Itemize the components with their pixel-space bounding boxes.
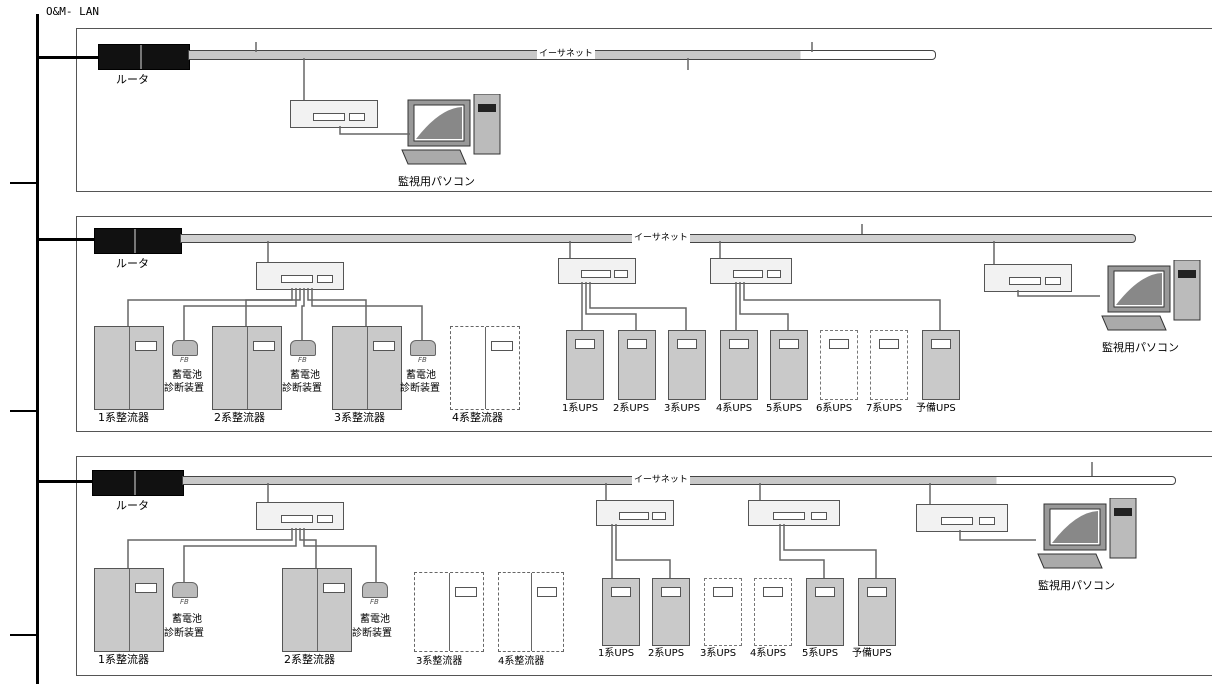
- rectifier-3-2: [282, 568, 352, 652]
- router-label-3: ルータ: [116, 499, 149, 512]
- hub-3c: [748, 500, 840, 526]
- rectifier-label-3-1: 1系整流器: [98, 653, 149, 666]
- battery-label-3-1b: 診断装置: [164, 628, 204, 639]
- battery-label-2-2b: 診断装置: [282, 383, 322, 394]
- rectifier-2-1: [94, 326, 164, 410]
- rectifier-label-3-3: 3系整流器: [416, 656, 463, 667]
- router-2: [94, 228, 182, 254]
- ups-2-5: [770, 330, 808, 400]
- hub-2b: [558, 258, 636, 284]
- ups-label-2-4: 4系UPS: [716, 403, 753, 414]
- pc-label-1: 監視用パソコン: [398, 175, 475, 188]
- monitoring-pc-3: [1036, 498, 1140, 570]
- battery-icon-text-3-2: FB: [370, 598, 379, 606]
- ups-label-2-2: 2系UPS: [613, 403, 650, 414]
- battery-icon-3-1: [172, 582, 198, 598]
- battery-label-2-2a: 蓄電池: [290, 370, 320, 381]
- rectifier-2-2: [212, 326, 282, 410]
- router-link-1: [38, 56, 98, 59]
- hub-3a: [256, 502, 344, 530]
- ups-2-4: [720, 330, 758, 400]
- ups-label-2-6: 6系UPS: [816, 403, 853, 414]
- ups-2-8: [922, 330, 960, 400]
- rectifier-2-3: [332, 326, 402, 410]
- hub-3b: [596, 500, 674, 526]
- ups-label-3-2: 2系UPS: [648, 648, 685, 659]
- router-label-2: ルータ: [116, 257, 149, 270]
- hub-2c: [710, 258, 792, 284]
- hub-2a: [256, 262, 344, 290]
- ups-2-6: [820, 330, 858, 400]
- ethernet-label-2: イーサネット: [632, 233, 690, 243]
- ups-label-2-1: 1系UPS: [562, 403, 599, 414]
- lan-backbone: [36, 14, 39, 684]
- pc-label-2: 監視用パソコン: [1102, 341, 1179, 354]
- rectifier-3-4: [498, 572, 564, 652]
- hub-3d: [916, 504, 1008, 532]
- ethernet-label-3: イーサネット: [632, 475, 690, 485]
- rectifier-3-1: [94, 568, 164, 652]
- ups-label-3-6: 予備UPS: [852, 648, 892, 659]
- battery-label-3-1a: 蓄電池: [172, 614, 202, 625]
- battery-icon-text-2-2: FB: [298, 356, 307, 364]
- battery-label-2-3a: 蓄電池: [406, 370, 436, 381]
- ups-3-5: [806, 578, 844, 646]
- ups-label-2-3: 3系UPS: [664, 403, 701, 414]
- lan-tick-1: [10, 182, 38, 184]
- router-1: [98, 44, 190, 70]
- battery-icon-2-1: [172, 340, 198, 356]
- battery-icon-2-2: [290, 340, 316, 356]
- battery-label-3-2a: 蓄電池: [360, 614, 390, 625]
- rectifier-label-2-4: 4系整流器: [452, 411, 503, 424]
- ups-label-3-3: 3系UPS: [700, 648, 737, 659]
- lan-label: O&M- LAN: [46, 5, 99, 18]
- battery-icon-3-2: [362, 582, 388, 598]
- ups-label-3-1: 1系UPS: [598, 648, 635, 659]
- battery-label-2-1b: 診断装置: [164, 383, 204, 394]
- rectifier-label-3-4: 4系整流器: [498, 656, 545, 667]
- rectifier-label-2-2: 2系整流器: [214, 411, 265, 424]
- rectifier-label-2-3: 3系整流器: [334, 411, 385, 424]
- battery-icon-text-2-1: FB: [180, 356, 189, 364]
- ups-3-3: [704, 578, 742, 646]
- hub-2d: [984, 264, 1072, 292]
- battery-icon-text-3-1: FB: [180, 598, 189, 606]
- ups-3-6: [858, 578, 896, 646]
- battery-icon-text-2-3: FB: [418, 356, 427, 364]
- battery-label-3-2b: 診断装置: [352, 628, 392, 639]
- lan-tick-3: [10, 634, 38, 636]
- ups-3-4: [754, 578, 792, 646]
- ups-label-2-8: 予備UPS: [916, 403, 956, 414]
- ups-3-1: [602, 578, 640, 646]
- ups-2-2: [618, 330, 656, 400]
- router-label-1: ルータ: [116, 73, 149, 86]
- ups-label-3-4: 4系UPS: [750, 648, 787, 659]
- ups-2-1: [566, 330, 604, 400]
- hub-1: [290, 100, 378, 128]
- battery-label-2-3b: 診断装置: [400, 383, 440, 394]
- ups-2-7: [870, 330, 908, 400]
- rectifier-label-2-1: 1系整流器: [98, 411, 149, 424]
- rectifier-2-4: [450, 326, 520, 410]
- ups-3-2: [652, 578, 690, 646]
- rectifier-3-3: [414, 572, 484, 652]
- ups-label-2-5: 5系UPS: [766, 403, 803, 414]
- ups-label-2-7: 7系UPS: [866, 403, 903, 414]
- monitoring-pc-2: [1100, 260, 1204, 332]
- router-link-2: [38, 238, 96, 241]
- ethernet-label-1: イーサネット: [537, 49, 595, 59]
- lan-tick-2: [10, 410, 38, 412]
- router-3: [92, 470, 184, 496]
- pc-label-3: 監視用パソコン: [1038, 579, 1115, 592]
- ups-label-3-5: 5系UPS: [802, 648, 839, 659]
- router-link-3: [38, 480, 94, 483]
- monitoring-pc-1: [400, 94, 504, 166]
- ups-2-3: [668, 330, 706, 400]
- battery-label-2-1a: 蓄電池: [172, 370, 202, 381]
- battery-icon-2-3: [410, 340, 436, 356]
- rectifier-label-3-2: 2系整流器: [284, 653, 335, 666]
